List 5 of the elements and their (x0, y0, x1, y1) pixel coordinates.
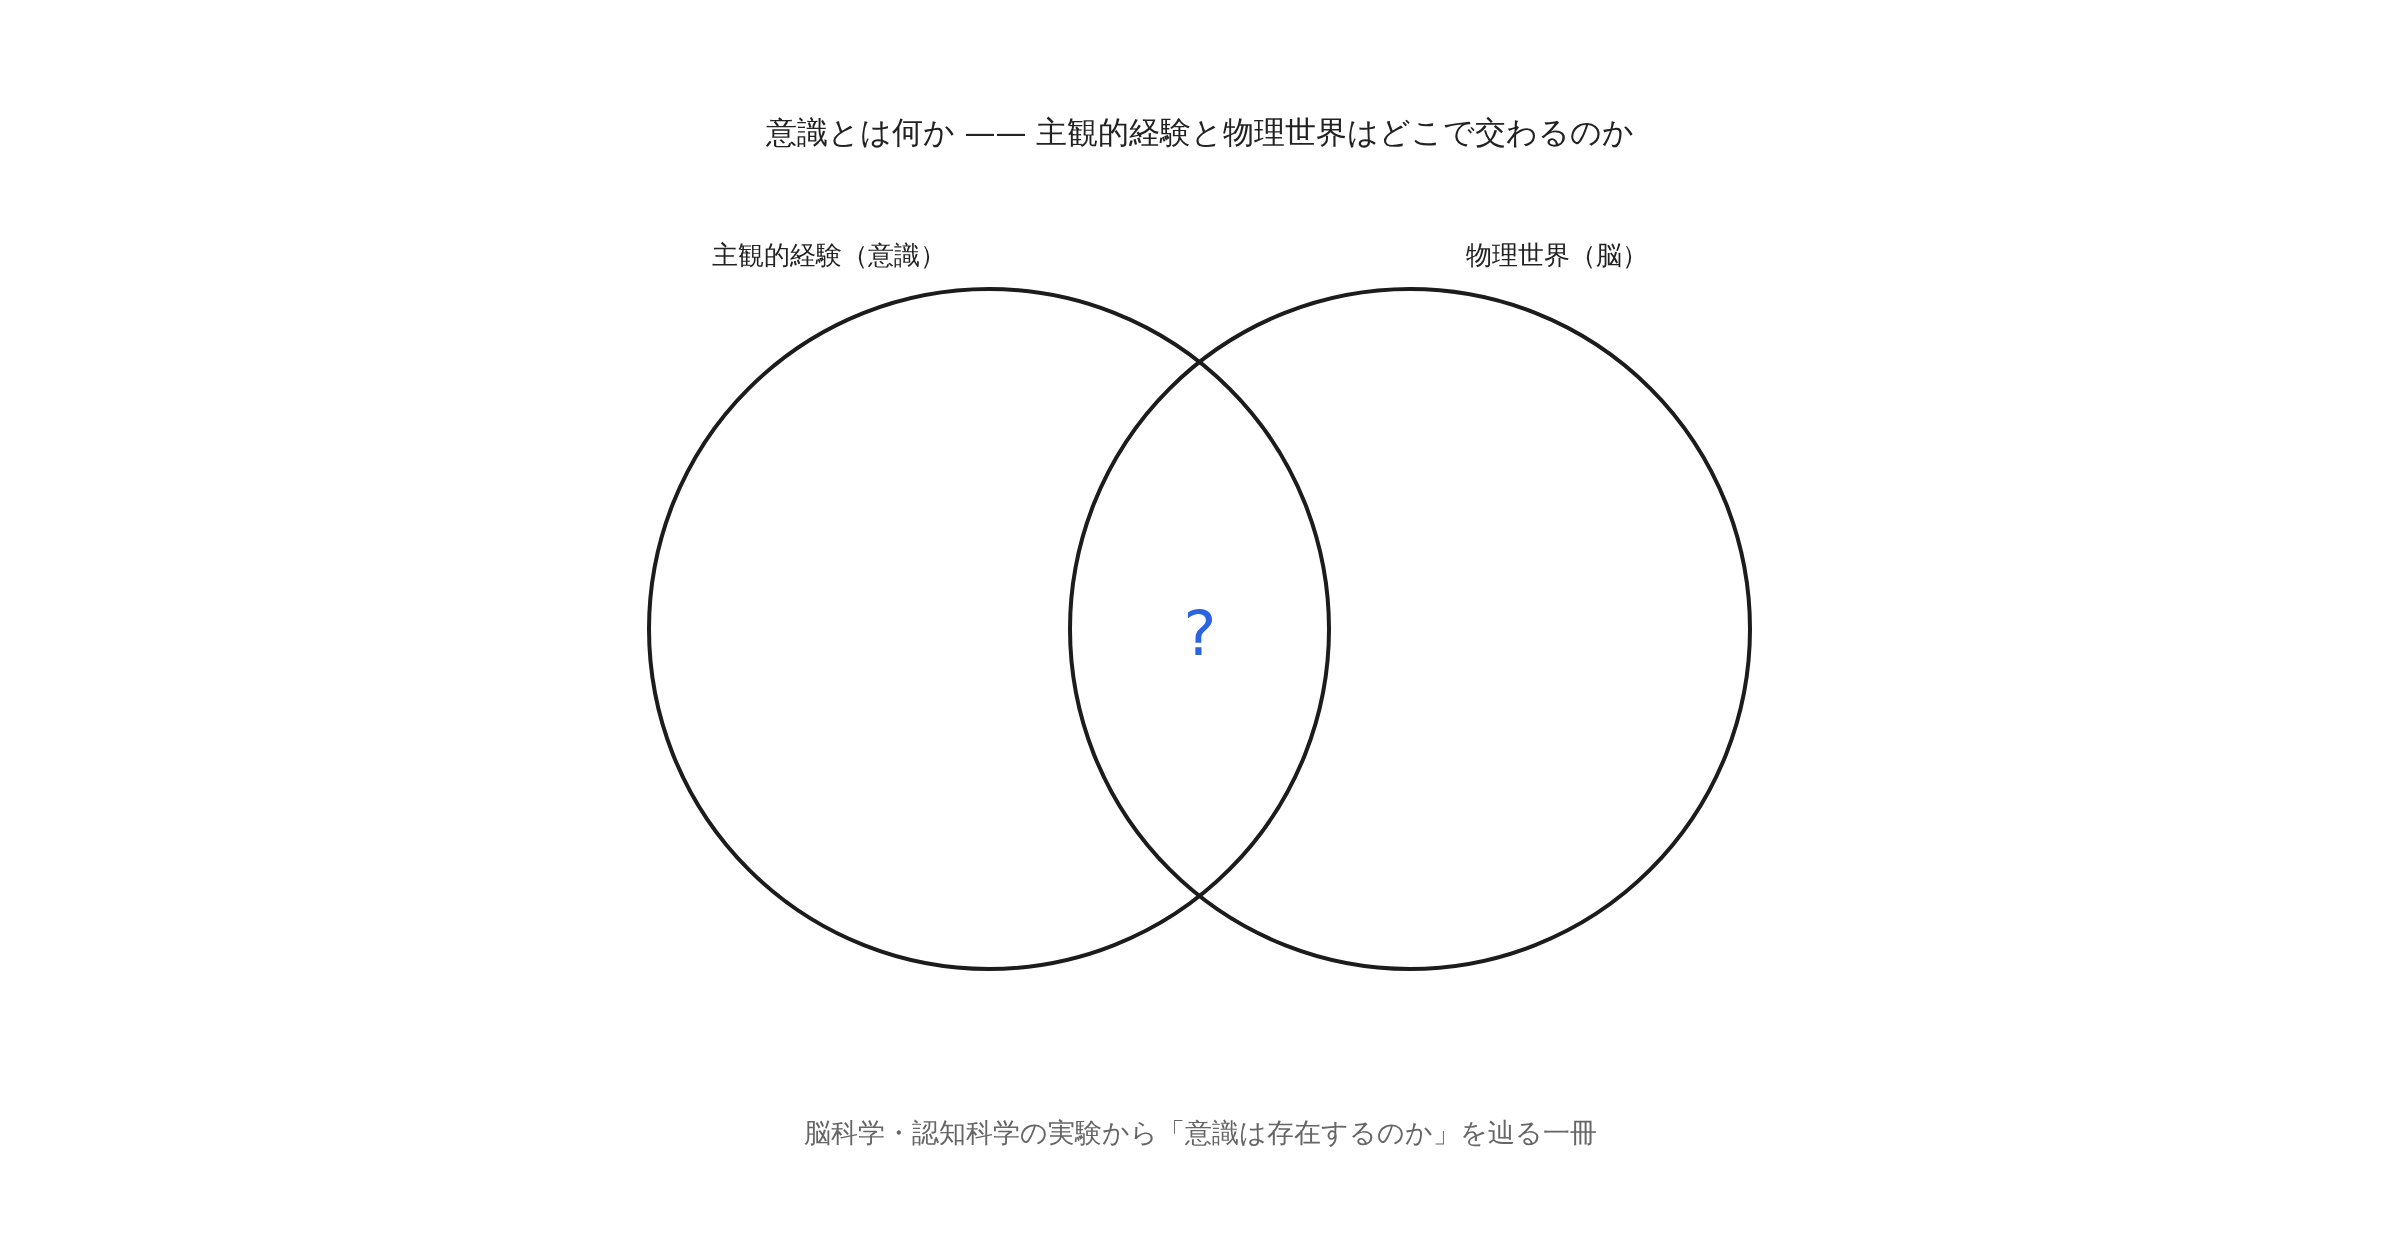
title: 意識とは何か —— 主観的経験と物理世界はどこで交わるのか (764, 113, 1636, 152)
caption: 脳科学・認知科学の実験から「意識は存在するのか」を辿る一冊 (802, 1116, 1598, 1150)
set-label: 物理世界（脳） (1466, 239, 1648, 272)
set-label: 主観的経験（意識） (712, 239, 946, 272)
question-mark: ? (1182, 596, 1218, 672)
